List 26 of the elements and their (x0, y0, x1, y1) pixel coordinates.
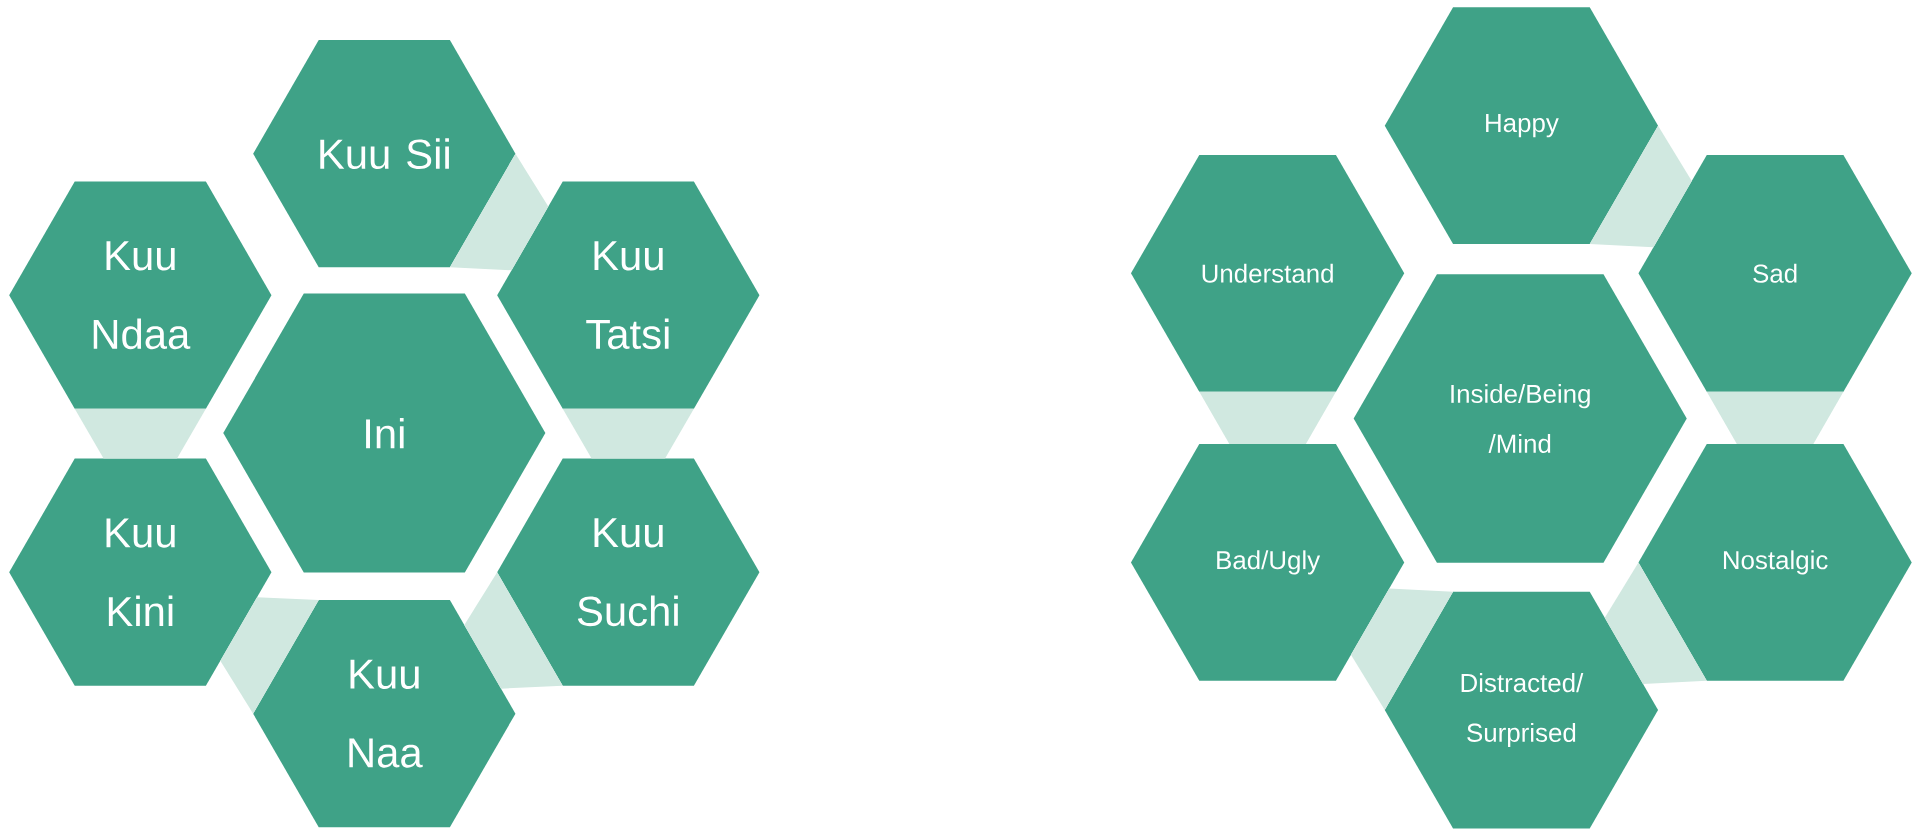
node-label: Ini (366, 417, 404, 449)
hexagon: Kuu Tatsi (497, 181, 760, 409)
hexagon: Ini (223, 293, 546, 573)
hexagon: Understand (1130, 154, 1405, 392)
link-band (1589, 125, 1692, 248)
node-label: Inside/Being /Mind (1451, 384, 1590, 453)
link-band (449, 153, 549, 271)
hexagon: Sad (1638, 154, 1912, 392)
hexagon: Kuu Suchi (497, 458, 760, 686)
hexagon: Inside/Being /Mind (1353, 274, 1687, 563)
link-band (1604, 562, 1707, 685)
hexagon: Kuu Sii (253, 40, 516, 268)
link-band (74, 408, 206, 459)
hexagon: Kuu Naa (253, 600, 516, 828)
hexagon: Bad/Ugly (1130, 444, 1405, 681)
hexagon: Kuu Ndaa (9, 181, 272, 409)
hexagon: Kuu Kini (9, 458, 272, 686)
link-band (220, 597, 319, 714)
link-band (562, 408, 694, 459)
hexagon: Nostalgic (1638, 444, 1912, 681)
hexagon: Distracted/ Surprised (1384, 591, 1659, 829)
link-band (1706, 391, 1844, 445)
link-band (464, 572, 563, 689)
link-band (1199, 391, 1336, 445)
link-band (1350, 588, 1454, 711)
hexagon: Happy (1384, 7, 1659, 245)
